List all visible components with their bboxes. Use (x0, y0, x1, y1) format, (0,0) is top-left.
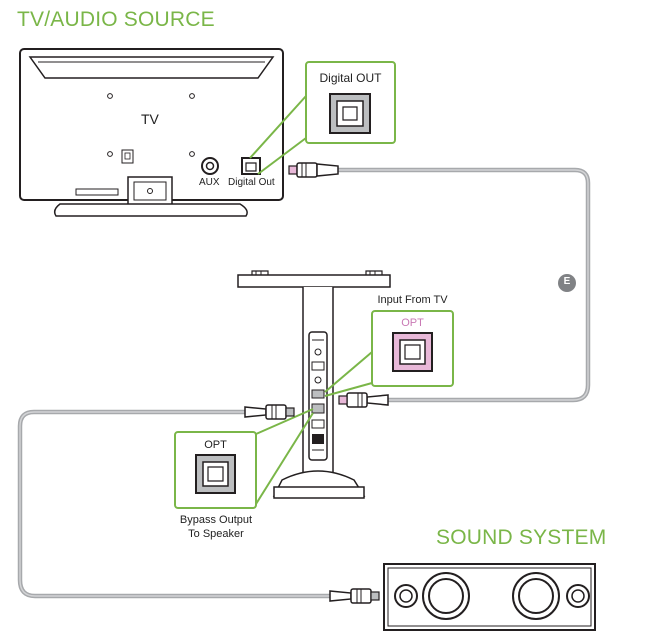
bypass-label-line2: To Speaker (188, 528, 244, 540)
optical-port-icon (329, 93, 371, 134)
optical-input-port-icon (392, 332, 433, 372)
optical-cable-tv-to-hub (338, 167, 591, 403)
optical-cable-hub-to-speaker (17, 409, 330, 599)
tweeter-right-icon (566, 584, 590, 608)
source-heading: TV/AUDIO SOURCE (17, 8, 215, 31)
aux-label: AUX (199, 177, 220, 188)
bypass-label-line1: Bypass Output (179, 514, 253, 526)
callout-connector-digital-out (249, 95, 307, 175)
woofer-left-icon (422, 572, 470, 620)
sound-system-heading: SOUND SYSTEM (436, 526, 607, 549)
cable-marker-label: E (563, 276, 571, 287)
tv-digital-out-port-icon (241, 157, 261, 175)
tweeter-left-icon (394, 584, 418, 608)
callout-input-opt-title: OPT (401, 317, 424, 329)
woofer-right-icon (512, 572, 560, 620)
cable-marker-e (558, 274, 576, 292)
callout-connector-bypass (255, 408, 314, 505)
optical-output-port-icon (195, 454, 236, 494)
tv-rear (19, 48, 284, 217)
input-from-tv-label: Input From TV (377, 294, 448, 306)
callout-digital-out-title: Digital OUT (319, 71, 382, 85)
callout-bypass-opt-title: OPT (204, 439, 227, 451)
callout-connector-input (324, 351, 373, 397)
hub-unit (237, 270, 391, 499)
optical-plug-hub-input-icon (338, 392, 389, 408)
aux-jack-icon (201, 157, 219, 175)
tv-label: TV (141, 111, 159, 127)
optical-plug-hub-output-icon (244, 404, 295, 420)
optical-plug-tv-icon (288, 162, 339, 178)
digital-out-label: Digital Out (228, 177, 275, 188)
optical-plug-speaker-icon (329, 588, 380, 604)
